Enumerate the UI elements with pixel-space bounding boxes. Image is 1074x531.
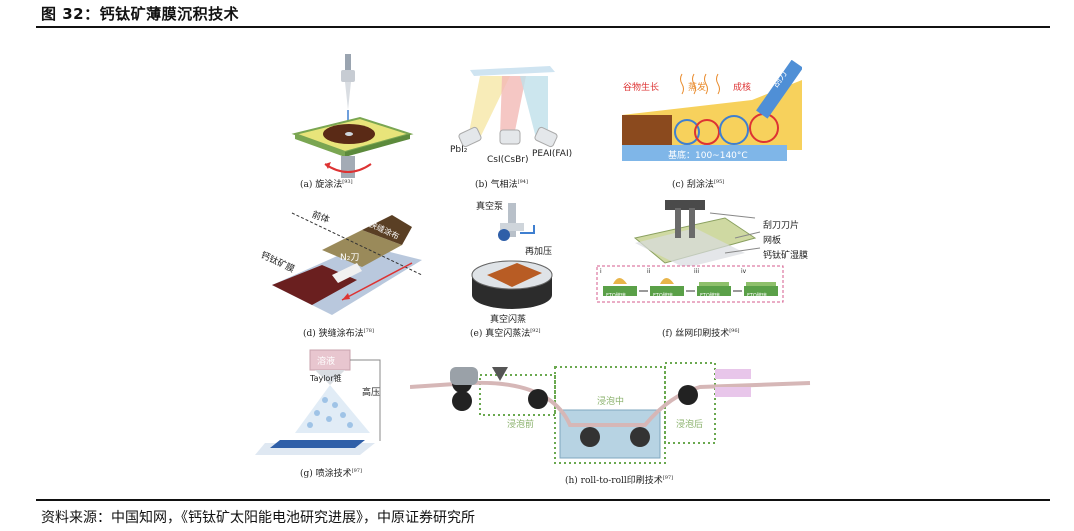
label-high-voltage: 高压 bbox=[362, 385, 380, 398]
caption-h-text: (h) roll-to-roll印刷技术 bbox=[565, 476, 663, 486]
caption-g-text: (g) 喷涂技术 bbox=[300, 469, 352, 479]
caption-f: (f) 丝网印刷技术[96] bbox=[662, 326, 739, 339]
label-taylor-cone: Taylor锥 bbox=[310, 373, 342, 384]
caption-f-ref: [96] bbox=[729, 328, 739, 334]
caption-h: (h) roll-to-roll印刷技术[97] bbox=[565, 473, 673, 486]
label-vacuum-pump: 真空泵 bbox=[476, 199, 503, 212]
roll-to-roll-illustration bbox=[410, 355, 815, 467]
label-solution: 溶液 bbox=[317, 354, 335, 367]
label-fto-1: FTO玻璃 bbox=[606, 292, 626, 299]
label-wet-film: 钙钛矿湿膜 bbox=[763, 248, 808, 261]
top-rule bbox=[36, 26, 1050, 28]
vacuum-flash-illustration bbox=[462, 195, 562, 320]
caption-e-text: (e) 真空闪蒸法 bbox=[470, 329, 530, 339]
caption-a-ref: [93] bbox=[342, 179, 352, 185]
caption-b-ref: [94] bbox=[518, 179, 528, 185]
label-evaporation: 蒸发 bbox=[688, 80, 706, 93]
caption-c-ref: [95] bbox=[714, 179, 724, 185]
label-vacuum-flash: 真空闪蒸 bbox=[490, 312, 526, 325]
caption-e-ref: [92] bbox=[530, 328, 540, 334]
label-step-ii: ii bbox=[647, 268, 650, 275]
label-grain-growth: 谷物生长 bbox=[623, 80, 659, 93]
caption-g-ref: [97] bbox=[352, 468, 362, 474]
bottom-rule bbox=[36, 499, 1050, 501]
label-before-soak: 浸泡前 bbox=[507, 417, 534, 430]
label-fto-4: FTO玻璃 bbox=[747, 292, 767, 299]
caption-b: (b) 气相法[94] bbox=[475, 177, 528, 190]
caption-c: (c) 刮涂法[95] bbox=[672, 177, 724, 190]
panel-vacuum-flash bbox=[462, 195, 562, 320]
label-fto-3: FTO玻璃 bbox=[700, 292, 720, 299]
label-step-iii: iii bbox=[694, 268, 699, 275]
label-pbi2: PbI₂ bbox=[450, 145, 467, 155]
label-screen: 网板 bbox=[763, 233, 781, 246]
label-repressurize: 再加压 bbox=[525, 244, 552, 257]
label-squeegee: 刮刀刀片 bbox=[763, 218, 799, 231]
label-after-soak: 浸泡后 bbox=[676, 417, 703, 430]
label-step-iv: iv bbox=[741, 268, 746, 275]
label-nucleation: 成核 bbox=[733, 80, 751, 93]
label-substrate-temp: 基底：100~140°C bbox=[668, 148, 748, 161]
source-note: 资料来源：中国知网，《钙钛矿太阳能电池研究进展》，中原证券研究所 bbox=[41, 507, 475, 527]
caption-a: (a) 旋涂法[93] bbox=[300, 177, 353, 190]
caption-d-text: (d) 狭缝涂布法 bbox=[303, 329, 364, 339]
caption-f-text: (f) 丝网印刷技术 bbox=[662, 329, 729, 339]
figure-title: 图 32：钙钛矿薄膜沉积技术 bbox=[41, 3, 239, 24]
caption-c-text: (c) 刮涂法 bbox=[672, 180, 714, 190]
caption-g: (g) 喷涂技术[97] bbox=[300, 466, 362, 479]
caption-b-text: (b) 气相法 bbox=[475, 180, 518, 190]
caption-a-text: (a) 旋涂法 bbox=[300, 180, 342, 190]
caption-e: (e) 真空闪蒸法[92] bbox=[470, 326, 540, 339]
label-fto-2: FTO玻璃 bbox=[653, 292, 673, 299]
caption-d: (d) 狭缝涂布法[78] bbox=[303, 326, 374, 339]
spin-coating-illustration bbox=[285, 52, 415, 187]
panel-spin-coating bbox=[285, 52, 415, 187]
label-csi: CsI(CsBr) bbox=[487, 155, 529, 165]
label-step-i: i bbox=[600, 268, 602, 275]
caption-d-ref: [78] bbox=[364, 328, 374, 334]
panel-roll-to-roll bbox=[410, 355, 815, 467]
label-n2-knife: N₂刀 bbox=[340, 250, 359, 263]
label-soaking: 浸泡中 bbox=[597, 394, 624, 407]
caption-h-ref: [97] bbox=[663, 475, 673, 481]
label-peai: PEAI(FAI) bbox=[532, 149, 572, 159]
